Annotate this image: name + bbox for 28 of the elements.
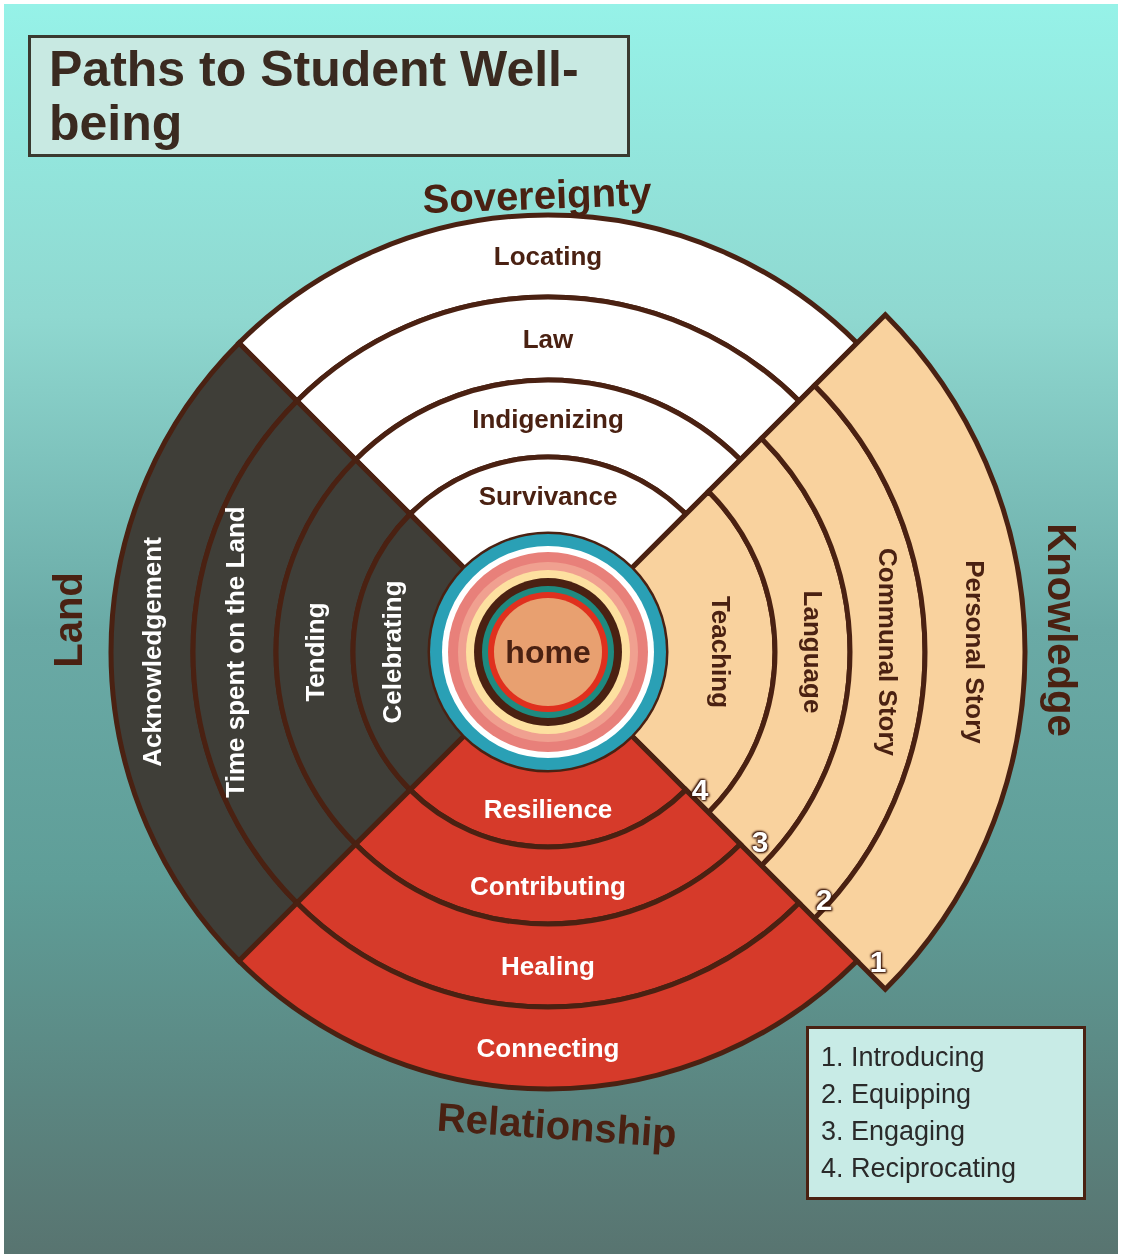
segment-label: Locating	[493, 241, 603, 271]
segment-label: Personal Story	[960, 560, 990, 744]
segment-label: Communal Story	[872, 548, 903, 756]
segment-label: Law	[522, 323, 574, 354]
list-item: 1. Introducing	[821, 1041, 986, 1074]
segment-label: Resilience	[483, 793, 613, 824]
quadrant-label: Relationship	[435, 1094, 679, 1156]
segment-label: Language	[797, 590, 828, 714]
quadrant-label: Land	[46, 572, 90, 668]
title: Paths to Student Well-being	[28, 35, 630, 157]
segment-label: Contributing	[470, 870, 626, 901]
segment-label: Survivance	[478, 480, 618, 511]
callout-number: 1	[869, 946, 887, 978]
segment-label: Celebrating	[376, 580, 407, 724]
segment-label: Healing	[501, 950, 595, 981]
list-item: 4. Reciprocating	[821, 1152, 1018, 1185]
segment-label: Time spent on the Land	[219, 506, 250, 798]
segment-label: Connecting	[476, 1033, 620, 1063]
callout-number: 4	[691, 774, 709, 806]
segment-label: Teaching	[705, 595, 736, 709]
quadrant-label: Sovereignty	[421, 169, 653, 221]
segment-label: Tending	[299, 602, 330, 702]
segment-label: Acknowledgement	[137, 537, 167, 767]
segment-label: Indigenizing	[472, 403, 624, 434]
quadrant-label: Knowledge	[1040, 523, 1084, 737]
list-item: 3. Engaging	[821, 1115, 967, 1148]
callout-number: 3	[751, 826, 769, 858]
list-item: 2. Equipping	[821, 1078, 973, 1111]
